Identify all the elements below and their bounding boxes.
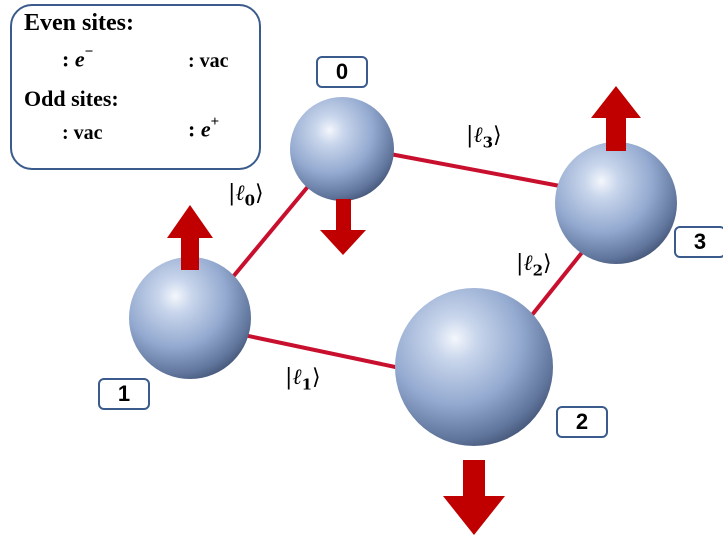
- legend-vac-text: vac: [73, 122, 103, 144]
- legend-even-heading: Even sites:: [24, 10, 134, 36]
- site-sphere-3: [555, 142, 677, 264]
- legend-colon: :: [188, 50, 195, 72]
- legend-colon: :: [188, 116, 196, 142]
- legend-electron-charge: −: [84, 44, 94, 60]
- spin-up-arrow-1: [167, 205, 213, 270]
- legend-colon: :: [62, 122, 69, 144]
- spin-up-arrow-3: [591, 86, 641, 151]
- link-3-0: [389, 152, 561, 188]
- link-symbol: ℓ: [292, 365, 302, 390]
- legend-even-down-label: : vac: [188, 50, 229, 73]
- link-index: 1: [301, 375, 313, 394]
- legend-box: [10, 4, 261, 170]
- link-symbol: ℓ: [235, 181, 245, 206]
- link-label-1: |ℓ1⟩: [285, 365, 321, 394]
- legend-colon: :: [62, 46, 70, 72]
- spin-down-arrow-0: [320, 199, 366, 255]
- legend-even-up-label: : e−: [62, 44, 94, 72]
- link-0-1: [230, 170, 322, 280]
- site-sphere-1: [129, 257, 251, 379]
- legend-electron-symbol: e: [74, 46, 85, 72]
- link-index: 3: [482, 133, 494, 152]
- link-1-2: [219, 328, 401, 370]
- legend-positron-charge: +: [210, 114, 220, 130]
- node-label-2: 2: [556, 406, 608, 438]
- legend-vac-text: vac: [199, 50, 229, 72]
- legend-odd-up-label: : vac: [62, 122, 103, 145]
- site-sphere-2: [395, 288, 553, 446]
- legend-positron-symbol: e: [200, 116, 211, 142]
- link-symbol: ℓ: [473, 123, 483, 148]
- legend-odd-heading: Odd sites:: [24, 86, 119, 111]
- link-label-3: |ℓ3⟩: [466, 123, 502, 152]
- node-label-3: 3: [674, 226, 723, 258]
- legend-odd-down-label: : e+: [188, 114, 220, 142]
- link-index: 2: [532, 261, 544, 280]
- link-index: 0: [244, 191, 256, 210]
- link-label-0: |ℓ0⟩: [228, 181, 264, 210]
- link-symbol: ℓ: [523, 251, 533, 276]
- link-label-2: |ℓ2⟩: [516, 251, 552, 280]
- site-sphere-0: [290, 97, 394, 201]
- node-label-0: 0: [316, 56, 368, 88]
- spin-down-arrow-2: [443, 460, 505, 535]
- node-label-1: 1: [98, 378, 150, 410]
